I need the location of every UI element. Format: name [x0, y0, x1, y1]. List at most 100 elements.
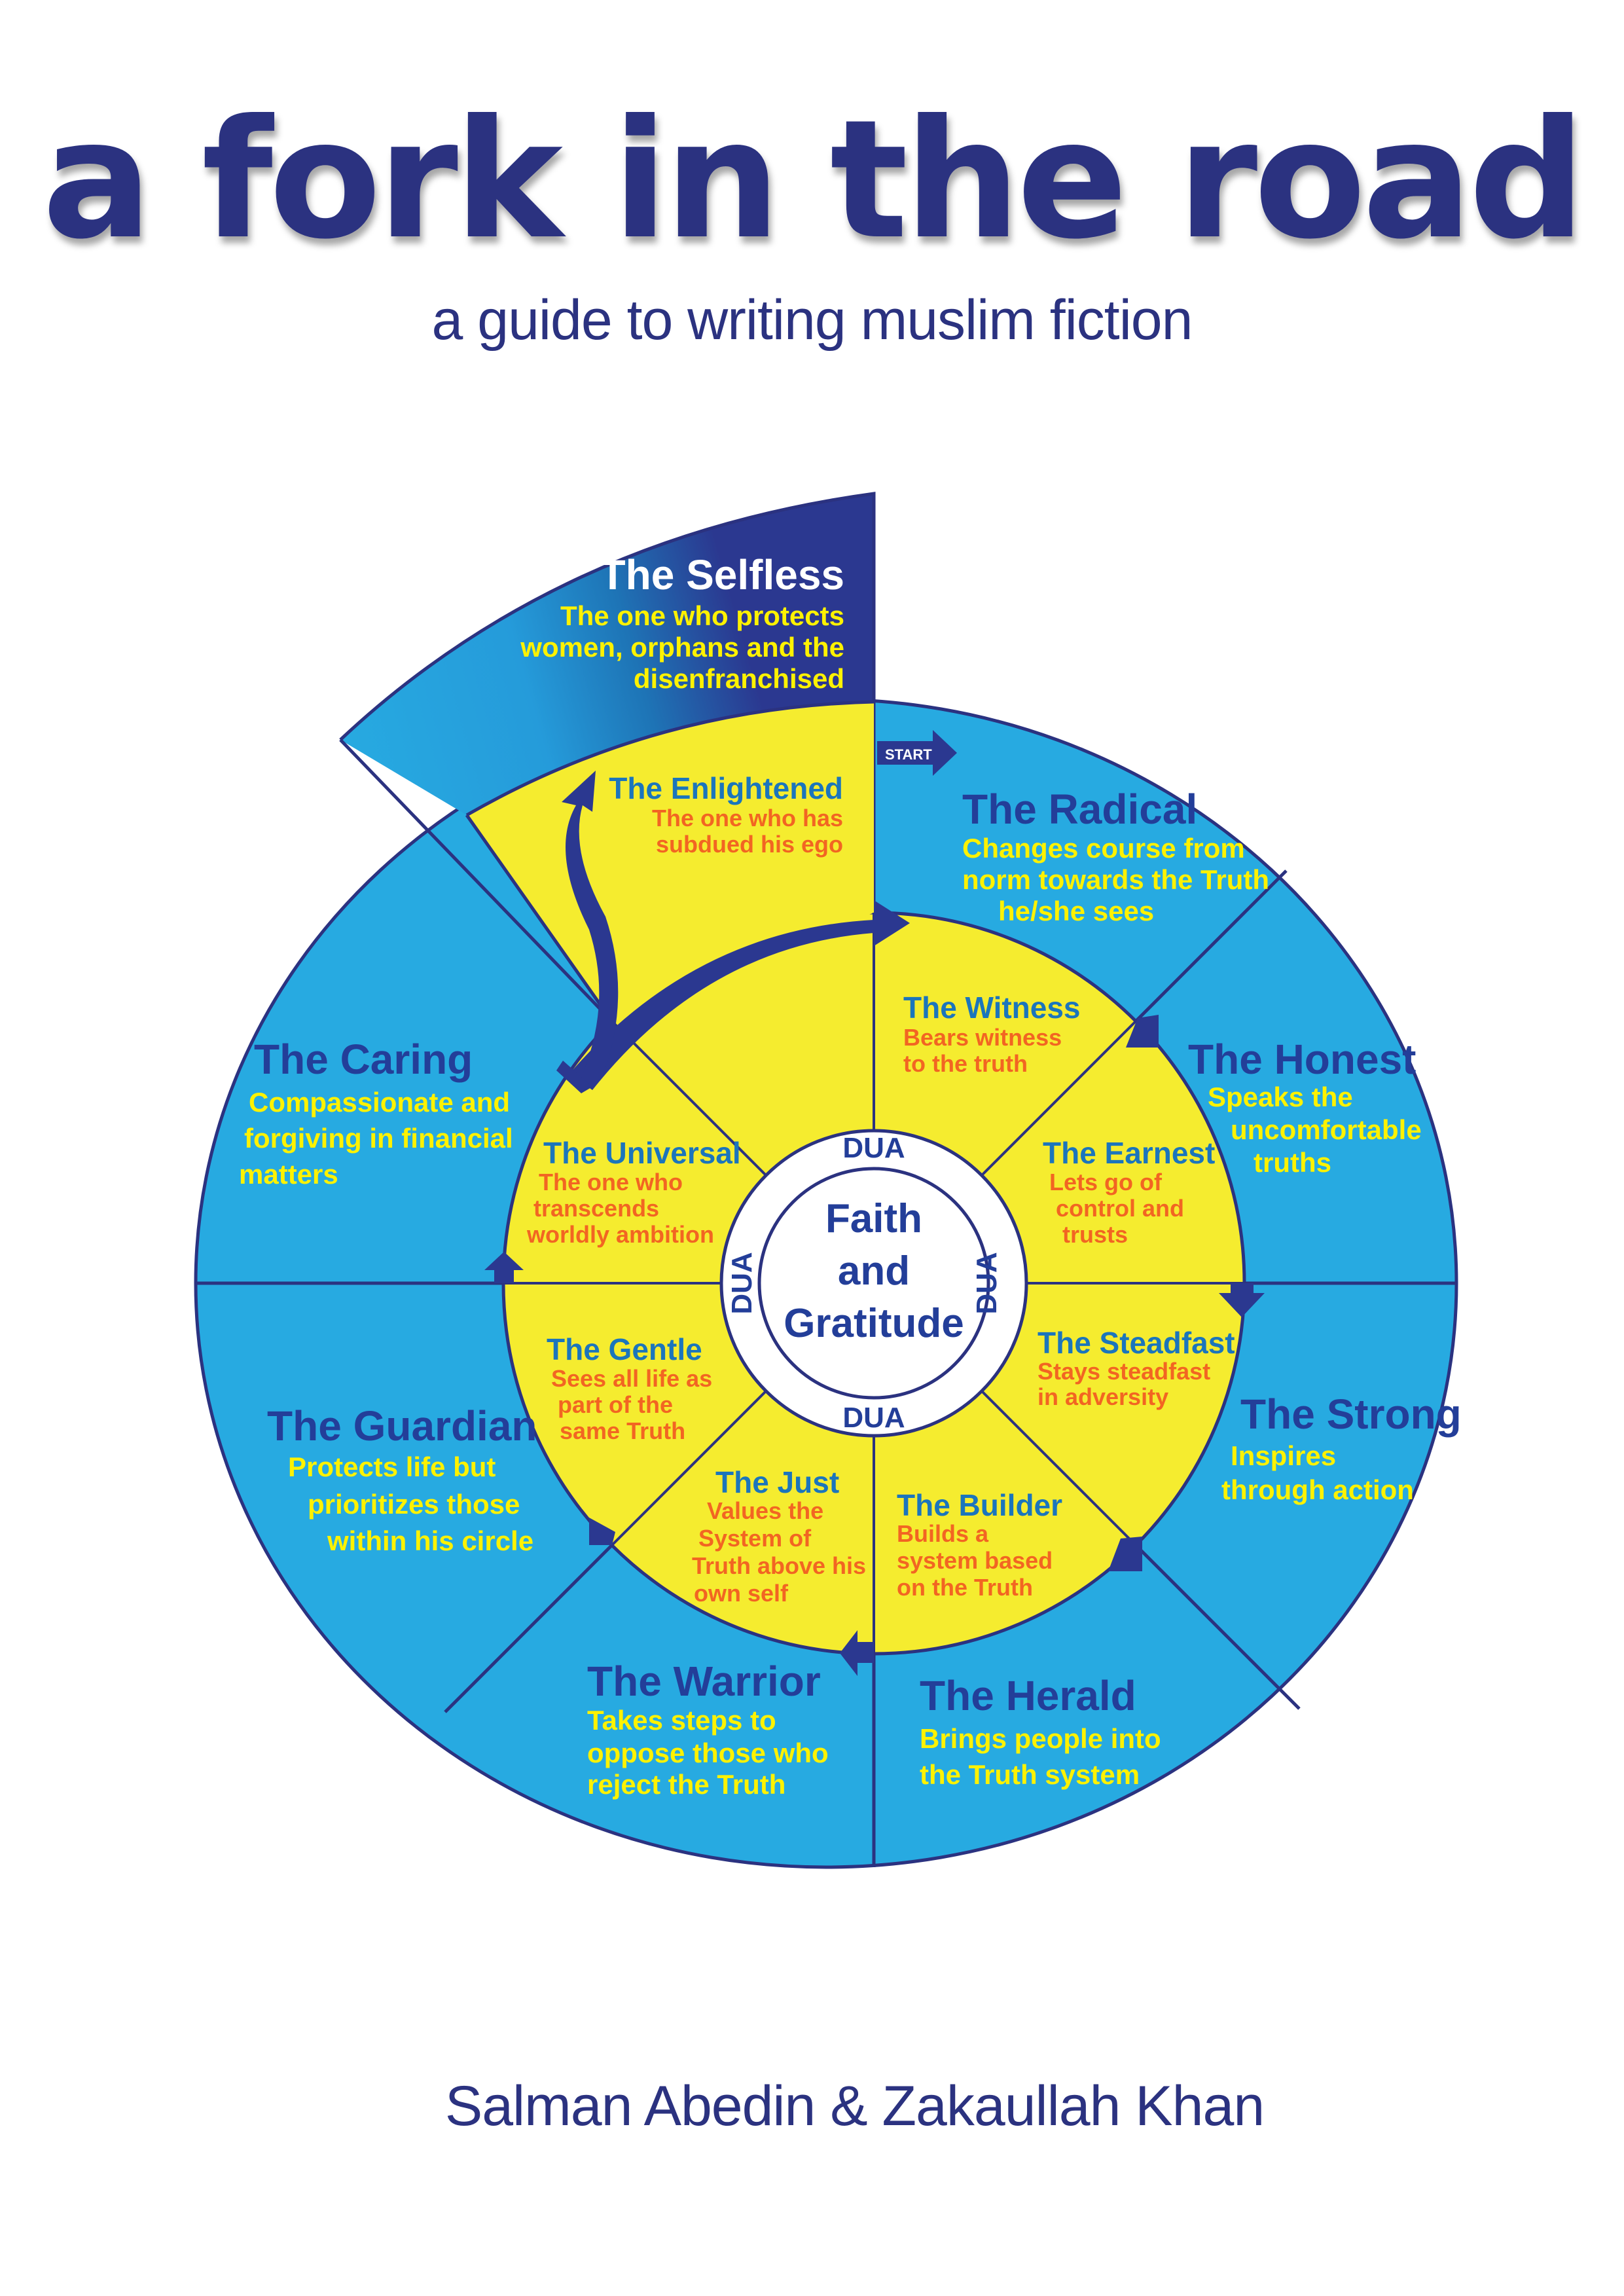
herald-desc-2: the Truth system — [920, 1759, 1140, 1790]
witness-desc-2: to the truth — [903, 1050, 1028, 1077]
builder-desc-2: system based — [897, 1547, 1053, 1574]
arrow-builder-herald — [1108, 1537, 1142, 1571]
outer-segment-radical: The Radical Changes course from norm tow… — [962, 786, 1269, 926]
herald-desc-1: Brings people into — [920, 1723, 1161, 1754]
just-desc-3: Truth above his — [692, 1552, 866, 1579]
selfless-desc-1: The one who protects — [560, 600, 844, 631]
witness-title: The Witness — [903, 991, 1081, 1025]
enlightened-desc-2: subdued his ego — [656, 831, 843, 858]
inner-dividers — [503, 913, 1244, 1654]
honest-desc-3: truths — [1254, 1147, 1331, 1178]
inner-segment-just: The Just Values the System of Truth abov… — [692, 1465, 866, 1607]
universal-desc-2: transcends — [533, 1195, 659, 1222]
enlightened-desc-1: The one who has — [652, 805, 843, 831]
center-line-1: Faith — [825, 1196, 922, 1241]
earnest-desc-1: Lets go of — [1049, 1169, 1163, 1195]
start-arrow — [877, 730, 957, 776]
outer-segment-warrior: The Warrior Takes steps to oppose those … — [587, 1658, 829, 1800]
arrow-earnest-strong — [1219, 1283, 1265, 1317]
gentle-desc-2: part of the — [558, 1391, 673, 1418]
honest-title: The Honest — [1188, 1036, 1416, 1083]
inner-segment-earnest: The Earnest Lets go of control and trust… — [1043, 1136, 1215, 1248]
faith-circle — [757, 1167, 990, 1400]
inner-segment-builder: The Builder Builds a system based on the… — [897, 1488, 1062, 1601]
witness-desc-1: Bears witness — [903, 1024, 1062, 1051]
guardian-desc-3: within his circle — [327, 1525, 533, 1556]
arrow-just-warrior — [840, 1630, 874, 1676]
guardian-desc-1: Protects life but — [288, 1451, 496, 1482]
gentle-desc-3: same Truth — [560, 1417, 685, 1444]
book-subtitle: a guide to writing muslim fiction — [431, 289, 1193, 352]
outer-segment-strong: The Strong Inspires through action — [1221, 1391, 1462, 1505]
radical-desc-2: norm towards the Truth — [962, 864, 1269, 895]
warrior-desc-2: oppose those who — [587, 1738, 829, 1768]
fork-arrow-stem — [556, 1061, 592, 1093]
gentle-desc-1: Sees all life as — [551, 1365, 712, 1392]
dua-label-left: DUA — [726, 1252, 758, 1314]
just-desc-4: own self — [694, 1580, 789, 1607]
guardian-title: The Guardian — [267, 1402, 537, 1449]
steadfast-title: The Steadfast — [1038, 1326, 1235, 1360]
center-line-3: Gratitude — [784, 1301, 964, 1346]
builder-title: The Builder — [897, 1488, 1062, 1522]
strong-desc-1: Inspires — [1231, 1440, 1336, 1471]
arrow-guardian-caring — [484, 1252, 524, 1283]
warrior-title: The Warrior — [587, 1658, 821, 1705]
honest-desc-1: Speaks the — [1208, 1082, 1353, 1112]
outer-segment-guardian: The Guardian Protects life but prioritiz… — [267, 1402, 537, 1556]
warrior-desc-3: reject the Truth — [587, 1769, 785, 1800]
dua-label-top: DUA — [842, 1132, 905, 1164]
outer-segment-herald: The Herald Brings people into the Truth … — [920, 1672, 1161, 1790]
strong-desc-2: through action — [1221, 1474, 1414, 1505]
selfless-title: The Selfless — [600, 551, 845, 598]
universal-desc-3: worldly ambition — [526, 1221, 714, 1248]
dua-label-right: DUA — [971, 1252, 1003, 1314]
builder-desc-3: on the Truth — [897, 1574, 1033, 1601]
earnest-desc-3: trusts — [1062, 1221, 1128, 1248]
center-line-2: and — [838, 1248, 910, 1294]
just-title: The Just — [715, 1465, 839, 1499]
start-label: START — [885, 746, 932, 763]
caring-desc-2: forgiving in financial — [244, 1123, 513, 1154]
just-desc-2: System of — [698, 1525, 812, 1552]
earnest-desc-2: control and — [1056, 1195, 1184, 1222]
dua-label-bottom: DUA — [842, 1402, 905, 1434]
strong-title: The Strong — [1240, 1391, 1462, 1438]
outer-dividers — [196, 699, 1456, 1867]
warrior-desc-1: Takes steps to — [587, 1705, 776, 1736]
outer-segment-honest: The Honest Speaks the uncomfortable trut… — [1188, 1036, 1422, 1178]
honest-desc-2: uncomfortable — [1231, 1114, 1422, 1145]
enlightened-divider — [465, 814, 614, 1023]
caring-desc-3: matters — [239, 1159, 338, 1190]
fork-arrow-up — [562, 771, 619, 1074]
caring-desc-1: Compassionate and — [249, 1087, 510, 1118]
inner-segment-steadfast: The Steadfast Stays steadfast in adversi… — [1038, 1326, 1235, 1410]
radical-desc-1: Changes course from — [962, 833, 1245, 864]
book-title: a fork in the road — [42, 84, 1585, 275]
herald-title: The Herald — [920, 1672, 1136, 1719]
gentle-title: The Gentle — [547, 1332, 702, 1366]
book-authors: Salman Abedin & Zakaullah Khan — [444, 2075, 1265, 2138]
caring-title: The Caring — [254, 1036, 473, 1083]
radical-title: The Radical — [962, 786, 1197, 833]
enlightened-title: The Enlightened — [609, 771, 843, 805]
selfless-desc-3: disenfranchised — [634, 663, 844, 694]
outer-segment-caring: The Caring Compassionate and forgiving i… — [239, 1036, 513, 1190]
arrow-witness-honest — [1126, 1015, 1159, 1048]
flow-arrows — [484, 730, 1265, 1676]
selfless-outline — [339, 492, 876, 741]
steadfast-desc-2: in adversity — [1038, 1383, 1168, 1410]
inner-segment-witness: The Witness Bears witness to the truth — [903, 991, 1081, 1077]
enlightened-outline — [465, 700, 875, 817]
universal-title: The Universal — [543, 1136, 741, 1170]
guardian-desc-2: prioritizes those — [308, 1489, 520, 1520]
builder-desc-1: Builds a — [897, 1520, 989, 1547]
selfless-desc-2: women, orphans and the — [520, 632, 844, 663]
earnest-title: The Earnest — [1043, 1136, 1215, 1170]
just-desc-1: Values the — [707, 1497, 823, 1524]
arrow-gentle-guardian — [589, 1518, 615, 1545]
radical-desc-3: he/she sees — [998, 896, 1154, 926]
universal-desc-1: The one who — [539, 1169, 683, 1195]
